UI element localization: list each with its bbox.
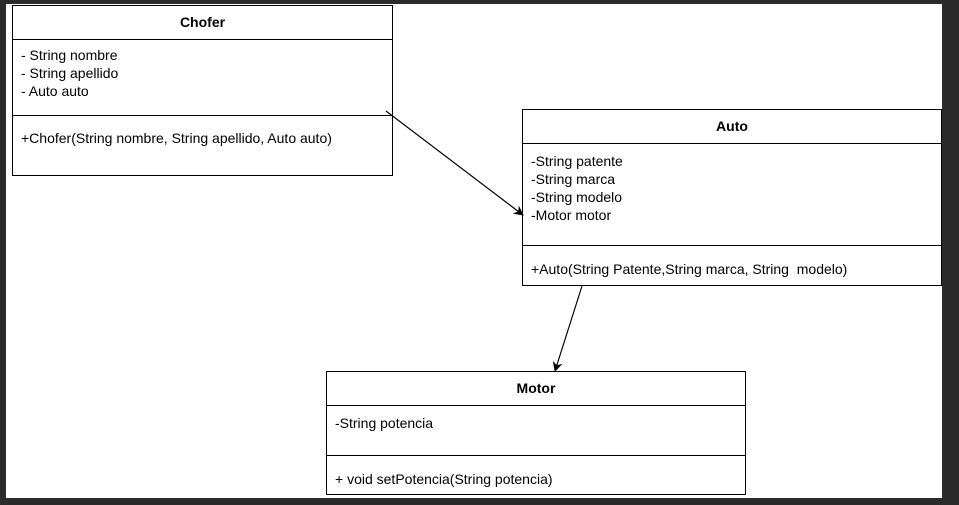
class-chofer[interactable]: Chofer - String nombre - String apellido…	[12, 5, 393, 176]
method: +Auto(String Patente,String marca, Strin…	[531, 261, 848, 277]
class-motor-title: Motor	[327, 372, 745, 406]
attribute: -String marca	[531, 171, 616, 187]
attribute: - String apellido	[21, 65, 119, 81]
class-motor-methods: + void setPotencia(String potencia)	[327, 456, 745, 488]
class-chofer-attributes: - String nombre - String apellido - Auto…	[13, 40, 392, 116]
attribute: -String patente	[531, 153, 623, 169]
attribute: -String potencia	[335, 415, 434, 431]
class-motor[interactable]: Motor -String potencia + void setPotenci…	[326, 371, 746, 495]
class-auto-methods: +Auto(String Patente,String marca, Strin…	[523, 246, 941, 278]
attribute: -String modelo	[531, 189, 623, 205]
attribute: - String nombre	[21, 47, 118, 63]
class-chofer-methods: +Chofer(String nombre, String apellido, …	[13, 116, 392, 147]
method: + void setPotencia(String potencia)	[335, 471, 553, 487]
class-chofer-title: Chofer	[13, 6, 392, 40]
attribute: -Motor motor	[531, 207, 612, 223]
class-auto-attributes: -String patente -String marca -String mo…	[523, 144, 941, 246]
attribute: - Auto auto	[21, 83, 89, 99]
method: +Chofer(String nombre, String apellido, …	[21, 130, 332, 146]
class-auto-title: Auto	[523, 110, 941, 144]
class-auto[interactable]: Auto -String patente -String marca -Stri…	[522, 109, 942, 286]
class-motor-attributes: -String potencia	[327, 406, 745, 456]
